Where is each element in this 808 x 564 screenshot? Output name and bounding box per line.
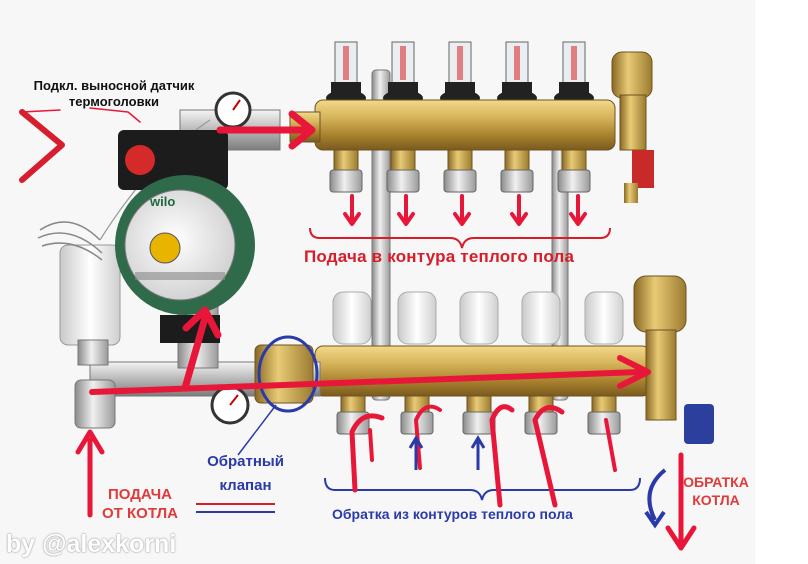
check-valve-label-line1: Обратный (207, 453, 284, 470)
supply-brace (309, 227, 611, 249)
check-valve-leader (237, 404, 277, 456)
valve-caps (332, 291, 624, 345)
return-circuits-label: Обратка из контуров теплого пола (332, 506, 573, 522)
return-outlets (336, 395, 621, 435)
boiler-supply-label: ПОДАЧА ОТ КОТЛА (80, 485, 200, 523)
supply-manifold (314, 99, 616, 151)
boiler-supply-label-line1: ПОДАЧА (108, 486, 172, 503)
circulation-pump: wilo (115, 130, 255, 343)
pump-brand-text: wilo (149, 194, 175, 209)
check-valve-highlight (257, 335, 319, 413)
remote-sensor-label-line2: термоголовки (68, 94, 160, 109)
boiler-supply-label-line2: ОТ КОТЛА (102, 505, 178, 522)
right-margin (755, 0, 808, 564)
boiler-return-label: ОБРАТКА КОТЛА (680, 473, 752, 509)
remote-sensor-label-line1: Подкл. выносной датчик (33, 78, 195, 93)
supply-outlets (329, 149, 591, 193)
return-arrows-blue (408, 435, 667, 529)
thermostatic-head (37, 119, 211, 366)
supply-circuits-label: Подача в контура теплого пола (304, 247, 575, 266)
boiler-return-label-line2: КОТЛА (692, 492, 740, 508)
remote-sensor-label: Подкл. выносной датчик термоголовки (14, 78, 214, 110)
return-brace (324, 477, 641, 501)
watermark: by @alexkorni (6, 530, 177, 558)
air-vent-bottom (633, 275, 714, 444)
air-vent-top (611, 51, 654, 203)
boiler-return-label-line1: ОБРАТКА (683, 474, 749, 490)
flow-meters (326, 41, 594, 106)
check-valve-label-line2: клапан (219, 477, 272, 494)
check-valve-label: Обратный клапан (193, 450, 298, 498)
flow-arrows (19, 107, 697, 551)
